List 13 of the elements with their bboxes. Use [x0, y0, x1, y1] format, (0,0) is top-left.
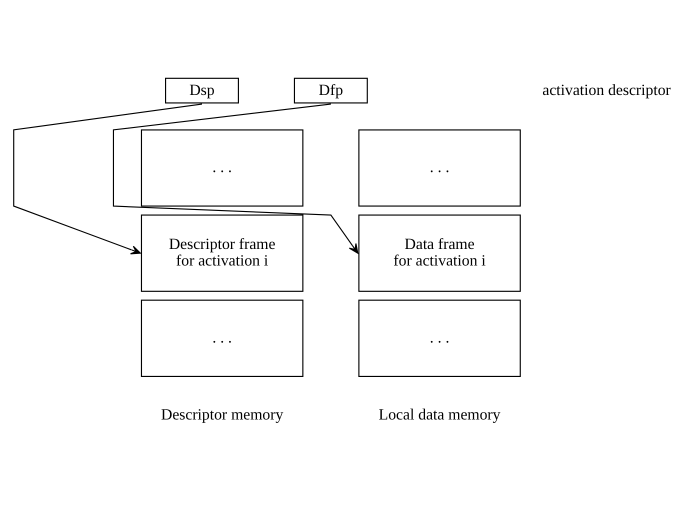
node-box: . . .: [140, 300, 303, 377]
node-box: Data frame for activation i: [358, 214, 520, 292]
arrow: [12, 104, 202, 254]
label: Descriptor memory: [160, 406, 283, 424]
node-box: Dsp: [164, 78, 238, 104]
label: Local data memory: [378, 406, 500, 424]
arrow: [112, 104, 358, 254]
node-box: Descriptor frame for activation i: [140, 214, 303, 292]
node-box: . . .: [140, 129, 303, 207]
node-box: Dfp: [293, 78, 368, 104]
node-box: . . .: [358, 129, 520, 207]
label: activation descriptor: [542, 82, 670, 99]
node-box: . . .: [358, 300, 520, 377]
